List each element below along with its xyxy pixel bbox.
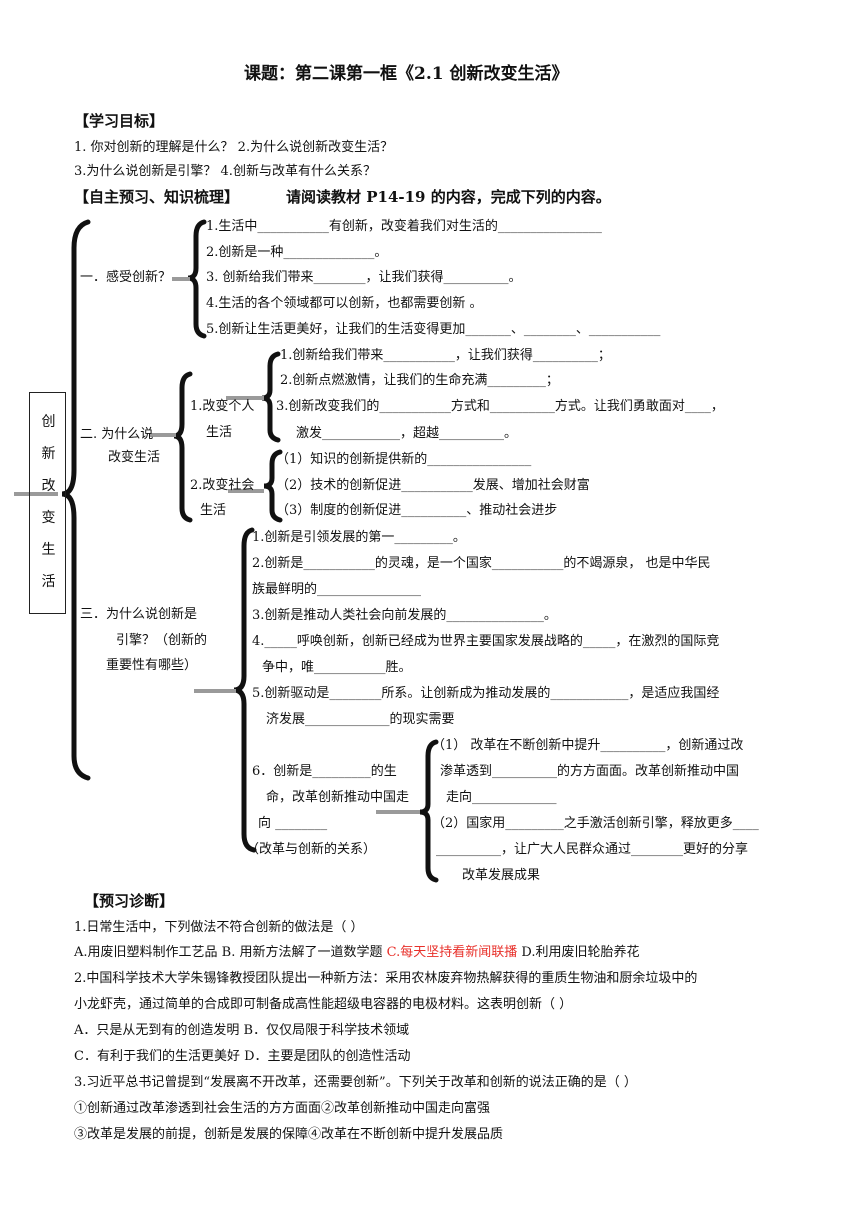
section-2-sub1-item: 1.创新给我们带来___________，让我们获得__________； <box>280 348 611 363</box>
section-1-title: 一．感受创新？ <box>80 270 172 285</box>
section-2-sub2-item: （1）知识的创新提供新的________________ <box>276 452 532 467</box>
goals-line-1: 1. 你对创新的理解是什么？ 2.为什么说创新改变生活？ <box>74 140 394 155</box>
question-1-options: A.用废旧塑料制作工艺品 B. 用新方法解了一道数学题 C.每天坚持看新闻联播 … <box>74 946 639 959</box>
item-6-sub: 改革发展成果 <box>462 868 541 883</box>
question-2: 2.中国科学技术大学朱锡锋教授团队提出一种新方法：采用农林废弃物热解获得的重质生… <box>74 971 698 986</box>
section-1-item: 4.生活的各个领域都可以创新，也都需要创新 。 <box>206 296 483 311</box>
section-2-sub1-item: 激发____________，超越__________。 <box>296 426 518 441</box>
root-char: 改 <box>41 478 56 494</box>
section-2-title: 二. 为什么说 <box>80 427 154 442</box>
goals-heading: 【学习目标】 <box>74 112 165 130</box>
section-3-item-6: 向 ________ <box>258 816 328 831</box>
question-2-options: C．有利于我们的生活更美好 D．主要是团队的创造性活动 <box>74 1049 411 1064</box>
root-topic-box: 创 新 改 变 生 活 <box>29 392 66 614</box>
question-2-options: A．只是从无到有的创造发明 B．仅仅局限于科学技术领域 <box>74 1023 410 1038</box>
section-2-sub1-label-cont: 生活 <box>206 425 233 440</box>
q1-option-c: C.每天坚持看新闻联播 <box>386 945 518 960</box>
section-3-item: 5.创新驱动是________所系。让创新成为推动发展的____________… <box>252 686 720 701</box>
section-3-title-cont: 重要性有哪些） <box>106 658 198 673</box>
question-2-cont: 小龙虾壳，通过简单的合成即可制备成高性能超级电容器的电极材料。这表明创新（ ） <box>74 997 573 1012</box>
section-3-item: 争中，唯___________胜。 <box>262 660 412 675</box>
section-2-sub2-label: 2.改变社会 <box>190 478 255 493</box>
question-3-options: ③改革是发展的前提，创新是发展的保障④改革在不断创新中提升发展品质 <box>74 1127 504 1142</box>
section-3-title: 三．为什么说创新是 <box>80 607 198 622</box>
item-6-sub: 走向_____________ <box>446 790 557 805</box>
question-3-options: ①创新通过改革渗透到社会生活的方方面面②改革创新推动中国走向富强 <box>74 1101 491 1116</box>
preview-instruction: 请阅读教材 P14-19 的内容，完成下列的内容。 <box>286 188 611 206</box>
section-1-item: 2.创新是一种______________。 <box>206 245 388 260</box>
section-3-item: 族最鲜明的________________ <box>252 582 422 597</box>
question-1: 1.日常生活中，下列做法不符合创新的做法是（ ） <box>74 920 364 935</box>
section-2-title-cont: 改变生活 <box>108 450 161 465</box>
root-char: 活 <box>41 574 56 590</box>
section-1-item: 1.生活中___________有创新，改变着我们对生活的___________… <box>206 219 602 234</box>
section-3-item: 济发展_____________的现实需要 <box>266 712 455 727</box>
section-2-sub1-label: 1.改变个人 <box>190 399 255 414</box>
section-1-item: 5.创新让生活更美好，让我们的生活变得更加_______、________、__… <box>206 322 661 337</box>
root-char: 新 <box>41 446 56 462</box>
question-3: 3.习近平总书记曾提到“发展离不开改革，还需要创新”。下列关于改革和创新的说法正… <box>74 1075 637 1090</box>
section-2-sub2-item: （3）制度的创新促进__________、推动社会进步 <box>276 503 558 518</box>
section-3-item: 2.创新是___________的灵魂，是一个国家___________的不竭源… <box>252 556 711 571</box>
section-2-sub1-item: 2.创新点燃激情，让我们的生命充满_________； <box>280 373 559 388</box>
page-title: 课题：第二课第一框《2.1 创新改变生活》 <box>244 64 569 84</box>
preview-heading: 【自主预习、知识梳理】 <box>74 188 240 206</box>
section-2-sub1-item: 3.创新改变我们的___________方式和__________方式。让我们勇… <box>276 399 724 414</box>
diagnosis-heading: 【预习诊断】 <box>84 892 175 910</box>
root-char: 变 <box>41 510 56 526</box>
root-char: 创 <box>41 414 56 430</box>
q1-options-ab: A.用废旧塑料制作工艺品 B. 用新方法解了一道数学题 <box>74 945 387 960</box>
q1-option-d: D.利用废旧轮胎养花 <box>517 945 640 960</box>
item-6-sub: （2）国家用_________之手激活创新引擎，释放更多____ <box>432 816 759 831</box>
item-6-sub: （1） 改革在不断创新中提升__________，创新通过改 <box>432 738 744 753</box>
section-2-sub2-label-cont: 生活 <box>200 503 227 518</box>
section-1-item: 3. 创新给我们带来________，让我们获得__________。 <box>206 270 522 285</box>
item-6-sub: 渗革透到__________的方方面面。改革创新推动中国 <box>440 764 740 779</box>
mind-map-braces <box>14 219 439 883</box>
goals-line-2: 3.为什么说创新是引擎？ 4.创新与改革有什么关系？ <box>74 164 376 179</box>
section-3-item-6: 命，改革创新推动中国走 <box>266 790 410 805</box>
section-3-item: 4._____呼唤创新，创新已经成为世界主要国家发展战略的_____，在激烈的国… <box>252 634 720 649</box>
section-3-item-6: 6．创新是_________的生 <box>252 764 397 779</box>
section-3-item-6: （改革与创新的关系） <box>246 842 377 857</box>
root-char: 生 <box>41 542 56 558</box>
section-3-title-cont: 引擎？（创新的 <box>116 633 208 648</box>
section-2-sub2-item: （2）技术的创新促进___________发展、增加社会财富 <box>276 478 590 493</box>
item-6-sub: __________，让广大人民群众通过________更好的分享 <box>436 842 749 857</box>
section-3-item: 3.创新是推动人类社会向前发展的_______________。 <box>252 608 557 623</box>
section-3-item: 1.创新是引领发展的第一_________。 <box>252 530 466 545</box>
